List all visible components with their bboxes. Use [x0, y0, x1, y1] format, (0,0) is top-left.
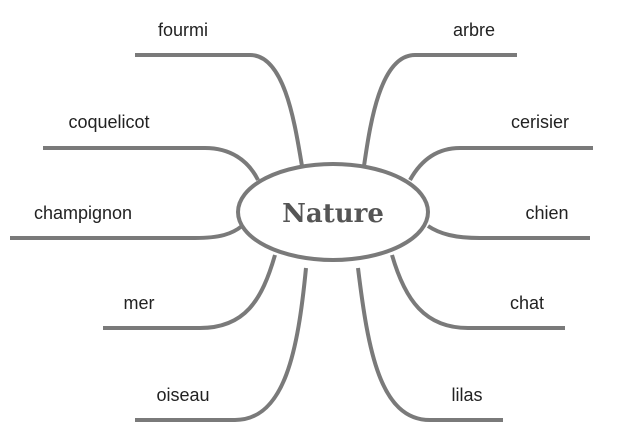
leaf-label-cerisier: cerisier	[511, 112, 569, 132]
center-label: Nature	[282, 199, 384, 229]
branch-left-oiseau	[135, 267, 308, 422]
leaf-label-chat: chat	[510, 293, 544, 313]
branch-left-champignon	[10, 224, 244, 240]
leaf-label-mer: mer	[124, 293, 155, 313]
leaf-label-fourmi: fourmi	[158, 20, 208, 40]
branch-right-arbre	[362, 53, 517, 167]
leaf-label-lilas: lilas	[451, 385, 482, 405]
branch-left-fourmi	[135, 53, 304, 167]
leaf-label-oiseau: oiseau	[156, 385, 209, 405]
branch-right-lilas	[356, 267, 503, 422]
branch-right-chien	[426, 224, 590, 240]
leaf-label-arbre: arbre	[453, 20, 495, 40]
branch-left-mer	[103, 254, 277, 330]
branch-right-cerisier	[408, 146, 593, 181]
leaf-label-chien: chien	[525, 203, 568, 223]
branch-right-chat	[390, 254, 565, 330]
leaf-label-champignon: champignon	[34, 203, 132, 223]
branch-left-coquelicot	[43, 146, 260, 181]
center-node	[236, 162, 430, 262]
leaf-label-coquelicot: coquelicot	[68, 112, 149, 132]
